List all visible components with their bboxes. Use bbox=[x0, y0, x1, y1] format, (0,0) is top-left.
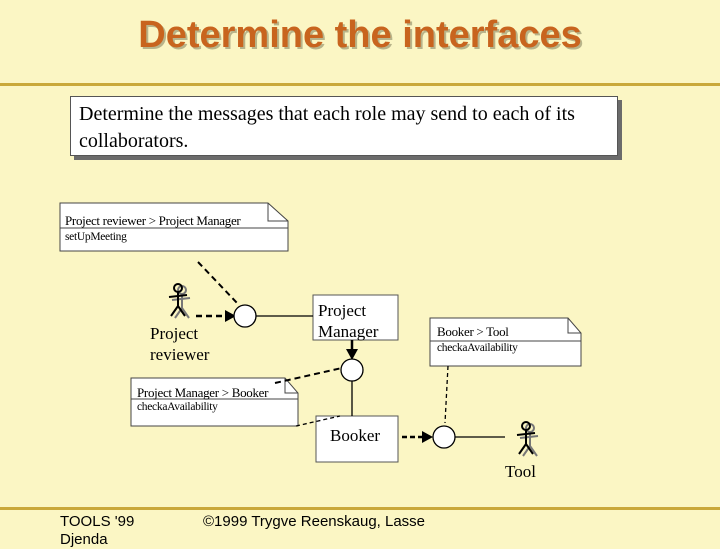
slide-title: Determine the interfaces bbox=[138, 14, 582, 56]
project-manager-box bbox=[312, 294, 399, 341]
booker-box bbox=[315, 415, 399, 463]
bottom-rule bbox=[0, 507, 720, 510]
manager-port bbox=[340, 358, 364, 382]
note1-body: setUpMeeting bbox=[65, 231, 127, 243]
top-rule bbox=[0, 83, 720, 86]
arrow-booker bbox=[402, 431, 433, 443]
arrow-reviewer bbox=[196, 310, 236, 322]
booker-label: Booker bbox=[330, 426, 381, 445]
note2-body: checkaAvailability bbox=[437, 342, 518, 354]
tool-label: Tool bbox=[505, 462, 536, 481]
project-manager-label: Project Manager bbox=[318, 301, 379, 341]
note-reviewer-to-manager bbox=[59, 202, 289, 252]
footer-copyright: ©1999 Trygve Reenskaug, Lasse bbox=[203, 513, 426, 530]
booker-port bbox=[432, 425, 456, 449]
project-reviewer-actor-icon bbox=[168, 283, 191, 319]
reviewer-port bbox=[233, 304, 257, 328]
instruction-textbox: Determine the messages that each role ma… bbox=[70, 96, 618, 156]
tool-actor-icon bbox=[516, 421, 539, 457]
note2-header: Booker > Tool bbox=[437, 324, 509, 339]
note-booker-to-tool bbox=[429, 317, 582, 367]
arrow-manager bbox=[346, 340, 358, 360]
note3-body: checkaAvailability bbox=[137, 401, 218, 413]
note3-header: Project Manager > Booker bbox=[137, 385, 269, 400]
note1-header: Project reviewer > Project Manager bbox=[65, 213, 241, 228]
footer-left: TOOLS '99 Djenda bbox=[60, 513, 135, 548]
project-reviewer-label: Project reviewer bbox=[150, 324, 210, 364]
note-manager-to-booker bbox=[130, 377, 299, 427]
